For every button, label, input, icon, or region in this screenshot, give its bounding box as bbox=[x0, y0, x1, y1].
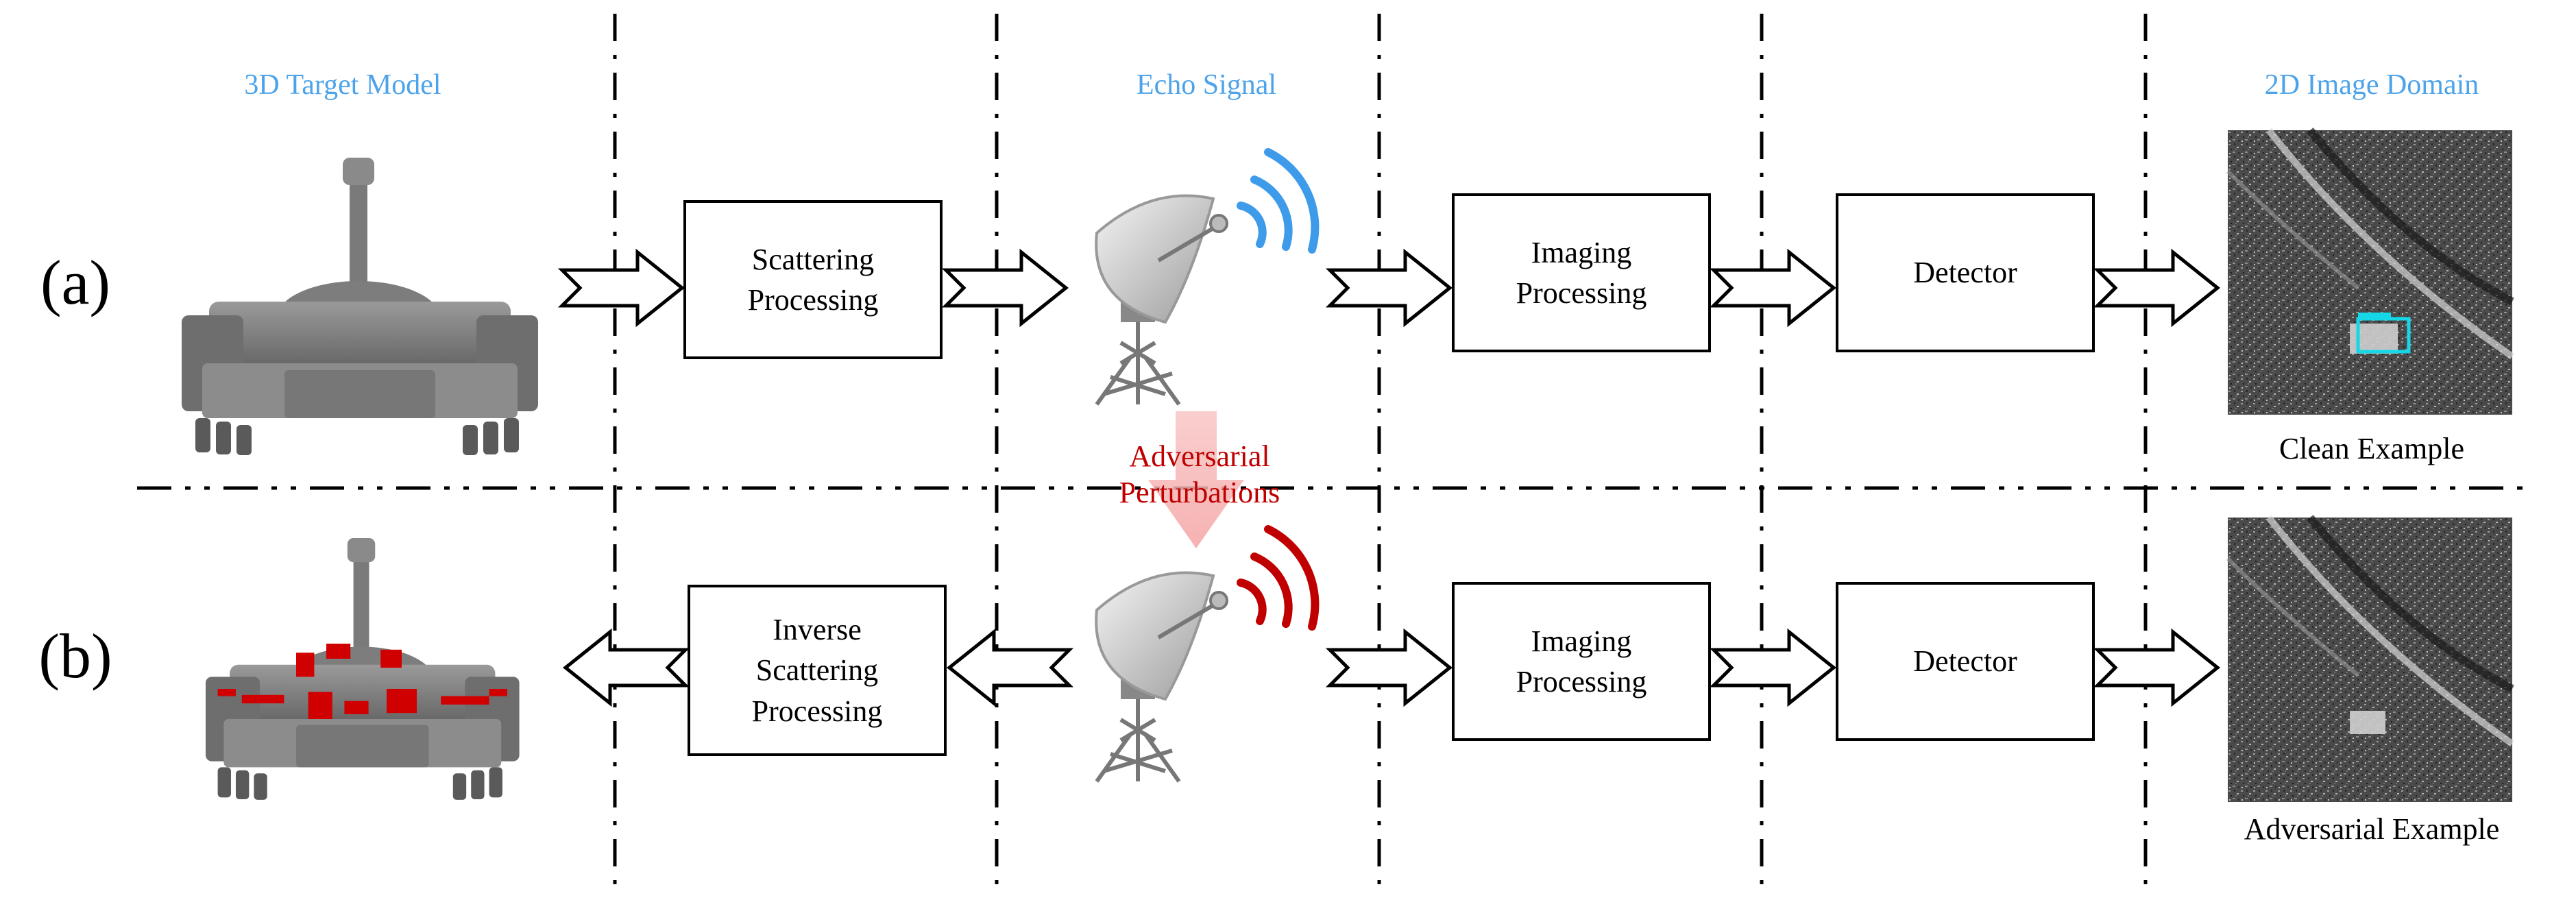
box-line: Detector bbox=[1913, 256, 2017, 290]
arrow-b-5 bbox=[2093, 628, 2221, 707]
row-a-label: (a) bbox=[40, 247, 111, 317]
box-line: Inverse bbox=[773, 612, 862, 646]
radar-dish-icon-b bbox=[1095, 571, 1228, 783]
adversarial-line-2: Perturbations bbox=[1119, 475, 1280, 509]
clean-example-caption: Clean Example bbox=[2279, 432, 2464, 465]
box-line: Detector bbox=[1913, 644, 2017, 679]
arrow-b-1 bbox=[562, 628, 690, 707]
blue-signal-waves bbox=[1237, 148, 1320, 254]
box-line: Imaging bbox=[1531, 624, 1632, 658]
radar-dish-icon bbox=[1095, 194, 1228, 406]
row-b-label: (b) bbox=[38, 621, 112, 691]
arrow-a-3 bbox=[1325, 248, 1453, 328]
adversarial-perturbation-arrow bbox=[1148, 411, 1244, 548]
arrow-a-5 bbox=[2093, 248, 2221, 328]
red-perturbation-patches bbox=[217, 644, 507, 719]
box-line: Processing bbox=[1516, 276, 1647, 310]
arrow-b-2 bbox=[946, 628, 1074, 707]
box-line: Scattering bbox=[751, 242, 875, 276]
detector-box-a: Detector bbox=[1836, 193, 2095, 352]
arrow-b-4 bbox=[1709, 628, 1837, 707]
flow-arrows bbox=[557, 248, 2221, 707]
box-line: Processing bbox=[751, 694, 883, 728]
scattering-processing-box: Scattering Processing bbox=[683, 200, 943, 359]
box-line: Processing bbox=[1516, 665, 1647, 698]
box-line: Scattering bbox=[755, 653, 879, 688]
box-line: Processing bbox=[747, 283, 879, 317]
inverse-scattering-processing-box: Inverse Scattering Processing bbox=[688, 585, 947, 756]
perturbed-tank-model-icon bbox=[206, 538, 520, 800]
image-domain-label: 2D Image Domain bbox=[2264, 69, 2479, 101]
arrow-b-3 bbox=[1325, 628, 1453, 707]
adversarial-line-1: Adversarial bbox=[1129, 439, 1270, 473]
red-signal-waves bbox=[1237, 525, 1320, 631]
tank-model-icon bbox=[182, 158, 538, 455]
echo-signal-label: Echo Signal bbox=[1136, 69, 1277, 101]
box-line: Imaging bbox=[1531, 235, 1632, 269]
detector-box-b: Detector bbox=[1836, 582, 2095, 741]
imaging-processing-box-a: Imaging Processing bbox=[1452, 193, 1711, 352]
arrow-a-4 bbox=[1709, 248, 1837, 328]
arrow-a-1 bbox=[557, 248, 685, 328]
imaging-processing-box-b: Imaging Processing bbox=[1452, 582, 1711, 741]
adversarial-perturbations-label: Adversarial Perturbations bbox=[1062, 439, 1337, 511]
sar-image-icon-b bbox=[2226, 515, 2514, 802]
vertical-dividers bbox=[613, 14, 2148, 884]
adversarial-example-caption: Adversarial Example bbox=[2244, 812, 2500, 846]
sar-image-icon bbox=[2226, 127, 2514, 415]
arrow-a-2 bbox=[941, 248, 1069, 328]
target-model-label: 3D Target Model bbox=[244, 69, 441, 101]
